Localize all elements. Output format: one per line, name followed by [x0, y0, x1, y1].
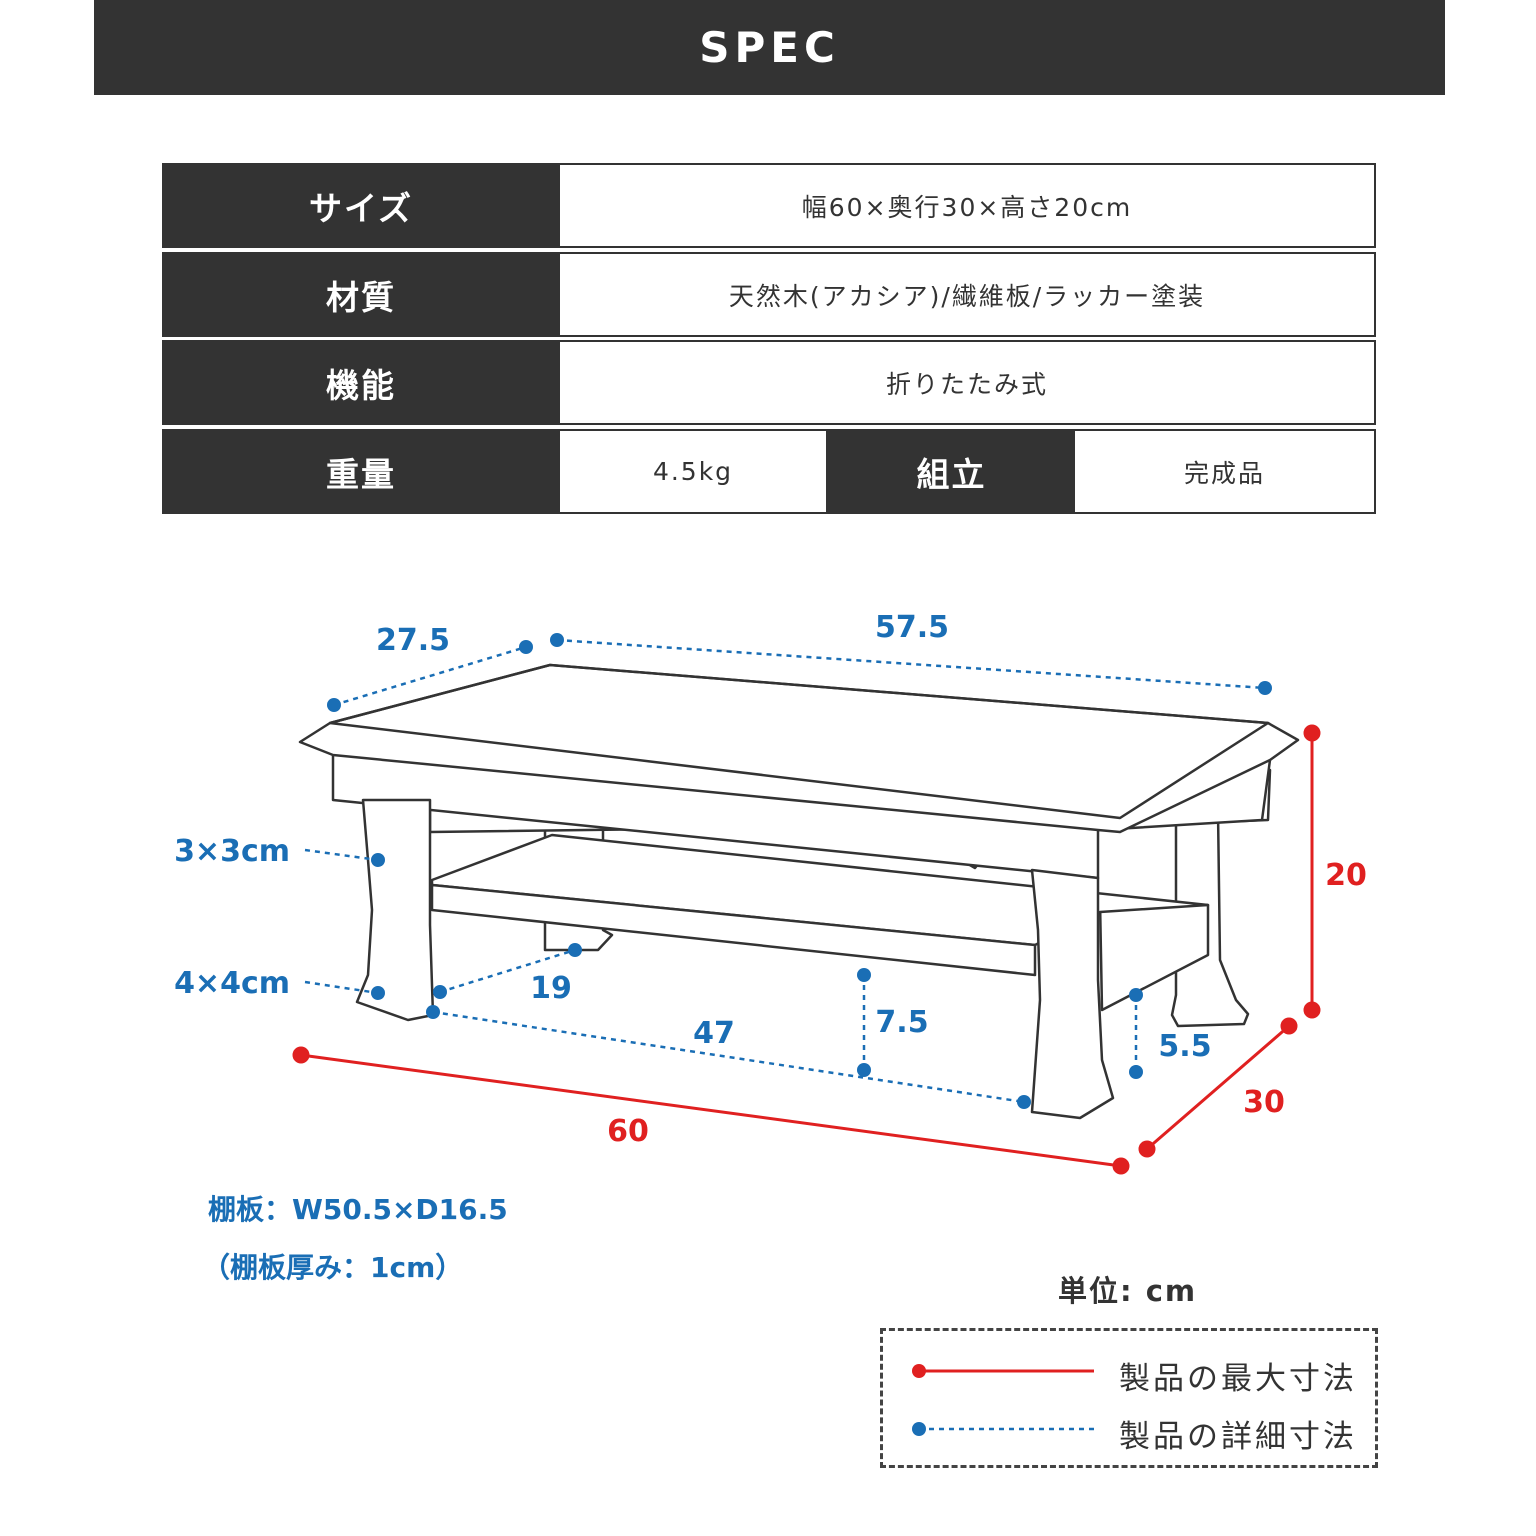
max-dot — [292, 1046, 310, 1064]
detail-dots — [327, 633, 1272, 1109]
size-value: 幅60×奥行30×高さ20cm — [560, 163, 1376, 248]
spec-header: SPEC — [94, 0, 1445, 95]
spec-title: SPEC — [699, 23, 840, 72]
legend-max-line — [912, 1364, 1094, 1378]
table-top-inner — [328, 663, 1270, 820]
weight-label: 重量 — [162, 429, 560, 514]
detail-dot — [550, 633, 564, 647]
size-label: サイズ — [162, 163, 560, 248]
max-dot — [1303, 1001, 1321, 1019]
spec-row-weight: 重量 4.5kg 組立 完成品 — [162, 429, 1376, 514]
table-drawing — [298, 663, 1300, 1120]
label-leg-bottom: 4×4cm — [174, 966, 290, 1001]
shelf-size-note: 棚板：W50.5×D16.5 — [208, 1193, 508, 1226]
function-label: 機能 — [162, 340, 560, 425]
detail-dot — [371, 986, 385, 1000]
detail-dot — [1129, 1065, 1143, 1079]
label-height: 20 — [1325, 858, 1367, 893]
legend-box: 製品の最大寸法 製品の詳細寸法 — [880, 1328, 1378, 1468]
label-top-width: 57.5 — [875, 610, 949, 645]
detail-dot — [857, 968, 871, 982]
legend-max-row: 製品の最大寸法 — [883, 1347, 1375, 1397]
max-dot — [1112, 1157, 1130, 1175]
max-dot — [1280, 1017, 1298, 1035]
max-dot — [1303, 724, 1321, 742]
back-right-leg — [1170, 810, 1250, 1028]
assembly-label: 組立 — [828, 429, 1075, 514]
weight-value: 4.5kg — [560, 429, 828, 514]
max-dimension-lines — [292, 724, 1321, 1175]
detail-dot — [327, 698, 341, 712]
detail-dot — [1129, 988, 1143, 1002]
label-top-depth: 27.5 — [376, 623, 450, 658]
spec-row-function: 機能 折りたたみ式 — [162, 340, 1376, 425]
label-under-shelf: 5.5 — [1158, 1029, 1211, 1064]
label-leg-span: 47 — [693, 1016, 735, 1051]
front-right-leg — [1030, 868, 1115, 1120]
shelf-front-edge — [430, 883, 1037, 977]
legend-max-label: 製品の最大寸法 — [1119, 1361, 1357, 1397]
material-value: 天然木(アカシア)/繊維板/ラッカー塗装 — [560, 252, 1376, 337]
detail-dot — [371, 853, 385, 867]
detail-dot — [519, 640, 533, 654]
legend-detail-line — [912, 1422, 1094, 1436]
label-width: 60 — [607, 1114, 649, 1149]
assembly-value: 完成品 — [1075, 429, 1376, 514]
shelf-thickness-note: （棚板厚み：1cm） — [202, 1251, 464, 1284]
label-depth: 30 — [1243, 1085, 1285, 1120]
spec-row-material: 材質 天然木(アカシア)/繊維板/ラッカー塗装 — [162, 252, 1376, 337]
detail-dimension-lines — [304, 638, 1266, 1104]
detail-dot — [1017, 1095, 1031, 1109]
detail-dot — [857, 1063, 871, 1077]
detail-dot — [433, 985, 447, 999]
detail-dot — [426, 1005, 440, 1019]
detail-dot — [1258, 681, 1272, 695]
front-left-leg — [355, 798, 435, 1022]
unit-label: 単位: cm — [1058, 1274, 1198, 1308]
max-dot — [1138, 1140, 1156, 1158]
label-shelf-height: 7.5 — [875, 1005, 928, 1040]
function-value: 折りたたみ式 — [560, 340, 1376, 425]
spec-row-size: サイズ 幅60×奥行30×高さ20cm — [162, 163, 1376, 248]
label-leg-top: 3×3cm — [174, 834, 290, 869]
legend-detail-label: 製品の詳細寸法 — [1119, 1419, 1357, 1455]
material-label: 材質 — [162, 252, 560, 337]
legend-detail-row: 製品の詳細寸法 — [883, 1405, 1375, 1455]
label-shelf-depth: 19 — [530, 971, 572, 1006]
detail-dot — [568, 943, 582, 957]
